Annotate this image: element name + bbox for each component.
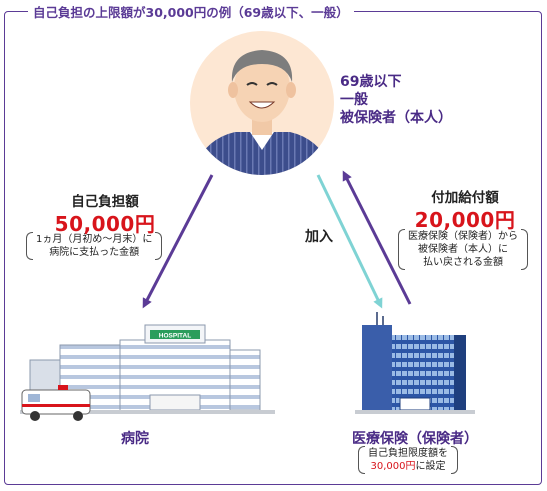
- ambulance-icon: [21, 385, 91, 421]
- hospital-label: 病院: [121, 431, 149, 447]
- self-pay-title: 自己負担額: [71, 194, 139, 210]
- insurer-limit-amount: 30,000円: [370, 461, 416, 472]
- hospital-sign-text: HOSPITAL: [159, 333, 191, 340]
- person-avatar: [190, 31, 334, 175]
- frame-title: 自己負担の上限額が30,000円の例（69歳以下、一般）: [28, 2, 354, 21]
- payment-arrow: [142, 174, 214, 309]
- self-pay-amount: 50,000円: [54, 212, 156, 236]
- insurer-note: 自己負担限度額を 30,000円に設定: [358, 446, 458, 474]
- refund-arrow: [342, 170, 412, 305]
- additional-benefit-title: 付加給付額: [431, 190, 499, 206]
- self-pay-note: 1ヵ月（月初め～月末）に 病院に支払った金額: [26, 232, 163, 260]
- insurer-building: [355, 312, 475, 414]
- insurer-label: 医療保険（保険者）: [352, 431, 478, 447]
- join-label: 加入: [305, 229, 333, 245]
- enroll-arrow: [316, 174, 383, 309]
- person-age: 69歳以下: [340, 74, 402, 90]
- additional-benefit-note: 医療保険（保険者）から 被保険者（本人）に 払い戻される金額: [398, 229, 528, 270]
- hospital-sign-board: [150, 330, 200, 339]
- person-role: 被保険者（本人）: [340, 110, 452, 126]
- person-label: 69歳以下 一般 被保険者（本人）: [340, 73, 452, 127]
- additional-benefit-amount: 20,000円: [414, 208, 516, 232]
- person-category: 一般: [340, 92, 368, 108]
